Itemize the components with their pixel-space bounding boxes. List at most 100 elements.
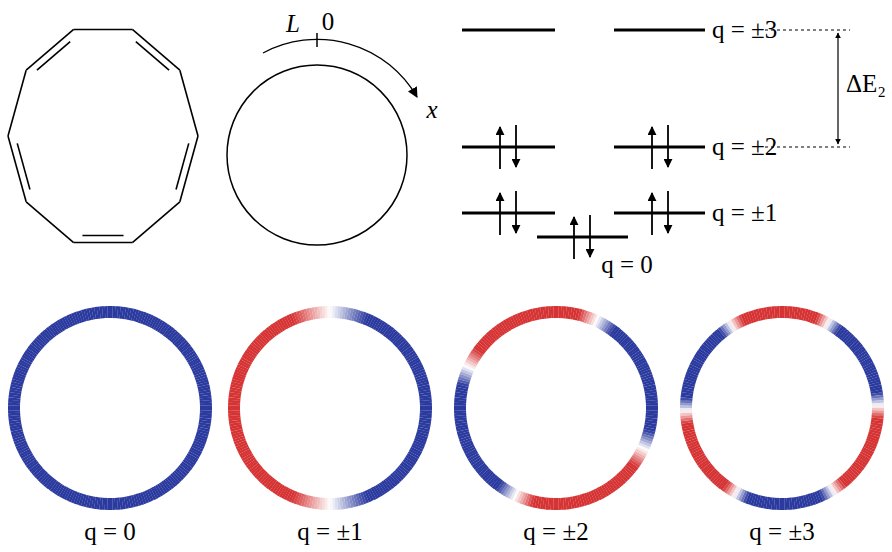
ring-segment — [720, 481, 722, 483]
ring-segment — [251, 351, 253, 353]
ring-segment — [504, 326, 506, 327]
ring-segment — [701, 354, 702, 356]
ring-segment — [599, 492, 601, 493]
ring-segment — [602, 491, 604, 492]
ring-segment — [738, 321, 740, 322]
ring-segment — [836, 486, 838, 488]
ring-segment — [860, 352, 862, 354]
ring-segment — [616, 481, 618, 483]
ring-segment — [400, 342, 402, 344]
ring-segment — [34, 466, 36, 468]
axis-label: x — [426, 96, 437, 124]
ring-segment — [276, 487, 278, 488]
ring-segment — [467, 445, 468, 447]
ring-label: q = 0 — [84, 518, 136, 546]
ring-segment — [200, 400, 212, 403]
ring-segment — [408, 462, 410, 464]
ring-segment — [266, 479, 268, 481]
ring-segment — [62, 491, 64, 492]
ring-segment — [42, 338, 44, 340]
ring-segment — [701, 460, 702, 462]
ring-segment — [115, 498, 118, 510]
ring-segment — [282, 491, 284, 492]
ring-segment — [716, 337, 718, 339]
ring-segment — [254, 347, 256, 349]
ring-segment — [741, 320, 743, 321]
ring-segment — [454, 405, 466, 408]
ring-segment — [332, 498, 335, 510]
ring-segment — [468, 367, 469, 369]
ring-segment — [53, 486, 55, 488]
energy-levels — [462, 30, 705, 237]
ring-segment — [872, 411, 884, 414]
molecule-ring — [8, 29, 198, 242]
ring-segment — [380, 326, 382, 327]
ring-segment — [604, 490, 606, 491]
ring-segment — [618, 479, 620, 481]
bond — [26, 29, 74, 70]
ring-segment — [606, 489, 608, 490]
ring-segment — [289, 320, 291, 321]
ring-segment — [616, 333, 618, 335]
ring-segment — [499, 486, 501, 488]
coordinate-arrow — [263, 39, 417, 97]
ring-segment — [27, 358, 28, 360]
ring-segment — [198, 445, 199, 447]
ring-segment — [622, 476, 624, 478]
ring-segment — [593, 319, 595, 320]
ring-segment — [228, 405, 240, 408]
ring-segment — [52, 330, 54, 332]
ring-segment — [469, 364, 470, 366]
ring-segment — [488, 476, 490, 478]
ring-segment — [712, 340, 714, 342]
ring-segment — [629, 468, 631, 470]
ring-segment — [693, 369, 694, 371]
double-bond — [176, 143, 189, 189]
ring-segment — [646, 405, 658, 408]
ring-segment — [289, 495, 291, 496]
ring-segment — [634, 352, 636, 354]
ring-segment — [149, 320, 151, 321]
ring-segment — [830, 325, 832, 326]
ring-segment — [188, 462, 190, 464]
ring-segment — [272, 330, 274, 332]
bond — [26, 202, 74, 243]
ring-segment — [392, 335, 394, 337]
ring-segment — [56, 487, 58, 488]
ring-segment — [102, 306, 105, 318]
ring-segment — [190, 458, 191, 460]
ring-segment — [151, 494, 153, 495]
ring-segment — [730, 488, 732, 489]
ring-segment — [646, 400, 658, 403]
ring-segment — [371, 494, 373, 495]
ring-segment — [504, 488, 506, 489]
ring-segment — [610, 329, 612, 331]
ring-segment — [69, 495, 71, 496]
ring-segment — [46, 479, 48, 481]
ring-segment — [636, 458, 637, 460]
ring-segment — [626, 342, 628, 344]
ring-segment — [844, 479, 846, 481]
ring-segment — [863, 356, 864, 358]
ring-segment — [490, 337, 492, 339]
ring-segment — [266, 335, 268, 337]
ring-segment — [712, 474, 714, 476]
ring-segment — [703, 462, 705, 464]
ring-segment — [473, 456, 474, 458]
ring-segment — [405, 466, 407, 468]
bond — [74, 242, 133, 244]
ring-segment — [644, 369, 645, 371]
ring-segment — [726, 329, 728, 331]
ring-segment — [390, 333, 392, 335]
double-bond — [37, 42, 70, 70]
ring-segment — [632, 350, 634, 352]
ring-segment — [46, 335, 48, 337]
ring-segment — [517, 319, 519, 320]
ring-segment — [257, 344, 259, 346]
ring-segment — [39, 472, 41, 474]
ring-segment — [700, 458, 701, 460]
ring-segment — [37, 344, 39, 346]
ring-segment — [286, 321, 288, 322]
ring-segment — [512, 321, 514, 322]
